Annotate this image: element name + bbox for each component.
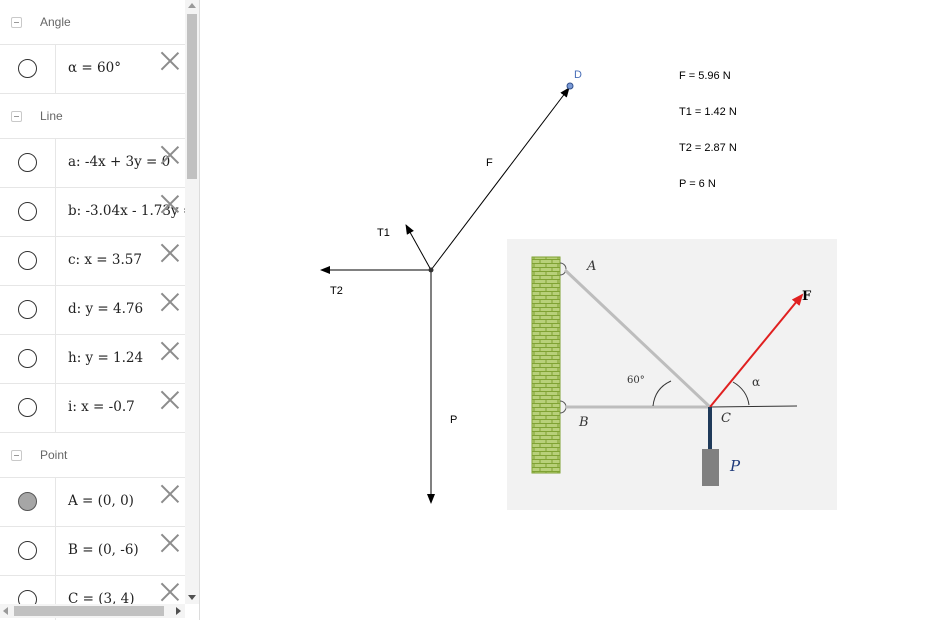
- label-p: P: [450, 414, 458, 426]
- algebra-list: Angle α = 60° Line a: -4x + 3y = 0 b: -3.04x…: [0, 0, 194, 620]
- algebra-expression[interactable]: i: x = -0.7: [68, 399, 135, 415]
- visibility-toggle[interactable]: [0, 45, 56, 93]
- figure-label-c: C: [721, 411, 731, 426]
- algebra-expression[interactable]: d: y = 4.76: [68, 301, 144, 317]
- algebra-row[interactable]: A = (0, 0): [0, 478, 185, 527]
- group-header-angle[interactable]: Angle: [0, 0, 185, 45]
- algebra-expression[interactable]: h: y = 1.24: [68, 350, 144, 366]
- visibility-circle-icon[interactable]: [18, 398, 37, 417]
- figure-label-alpha: α: [752, 375, 761, 389]
- visibility-toggle[interactable]: [0, 188, 56, 236]
- group-name: Angle: [40, 15, 71, 29]
- vector-t1[interactable]: [405, 224, 432, 271]
- angle-arc-alpha: [732, 381, 750, 406]
- algebra-row[interactable]: i: x = -0.7: [0, 384, 185, 433]
- delete-icon[interactable]: [160, 582, 180, 602]
- group-name: Line: [40, 109, 63, 123]
- point-d[interactable]: [566, 82, 574, 90]
- scroll-down-arrow-icon[interactable]: [188, 595, 196, 600]
- algebra-row[interactable]: B = (0, -6): [0, 527, 185, 576]
- visibility-circle-icon[interactable]: [18, 251, 37, 270]
- algebra-expression[interactable]: C = (3, 4): [68, 591, 135, 607]
- delete-icon[interactable]: [160, 341, 180, 361]
- visibility-circle-icon[interactable]: [18, 541, 37, 560]
- algebra-expression[interactable]: a: -4x + 3y = 0: [68, 154, 171, 170]
- visibility-toggle[interactable]: [0, 335, 56, 383]
- origin-point[interactable]: [428, 267, 434, 273]
- horizontal-scrollbar[interactable]: [0, 604, 185, 618]
- label-t2: T2: [330, 285, 343, 297]
- problem-figure-drawing: [531, 256, 804, 486]
- graphics-view[interactable]: D F T1 T2 P F = 5.96 N T1 = 1.42 N T2 = …: [200, 0, 937, 620]
- readout-t1: T1 = 1.42 N: [679, 106, 737, 118]
- delete-icon[interactable]: [160, 194, 180, 214]
- vector-f[interactable]: [430, 87, 570, 271]
- hinge-a: [559, 262, 567, 276]
- algebra-row[interactable]: c: x = 3.57: [0, 237, 185, 286]
- visibility-toggle[interactable]: [0, 139, 56, 187]
- delete-icon[interactable]: [160, 51, 180, 71]
- group-header-line[interactable]: Line: [0, 94, 185, 139]
- delete-icon[interactable]: [160, 145, 180, 165]
- algebra-expression[interactable]: c: x = 3.57: [68, 252, 142, 268]
- figure-label-p: P: [730, 457, 741, 475]
- scroll-right-arrow-icon[interactable]: [176, 607, 181, 615]
- group-header-point[interactable]: Point: [0, 433, 185, 478]
- readout-p: P = 6 N: [679, 178, 716, 190]
- visibility-circle-icon[interactable]: [18, 202, 37, 221]
- figure-label-b: B: [579, 415, 589, 430]
- visibility-circle-icon[interactable]: [18, 59, 37, 78]
- algebra-row[interactable]: d: y = 4.76: [0, 286, 185, 335]
- algebra-view: Angle α = 60° Line a: -4x + 3y = 0 b: -3.04x…: [0, 0, 200, 620]
- visibility-toggle[interactable]: [0, 384, 56, 432]
- visibility-circle-icon[interactable]: [18, 349, 37, 368]
- figure-label-angle: 60°: [627, 375, 645, 386]
- visibility-circle-icon[interactable]: [18, 492, 37, 511]
- cable-a: [563, 268, 712, 409]
- collapse-icon[interactable]: [11, 111, 22, 122]
- delete-icon[interactable]: [160, 390, 180, 410]
- force-diagram[interactable]: [200, 0, 937, 620]
- visibility-toggle[interactable]: [0, 527, 56, 575]
- algebra-row[interactable]: α = 60°: [0, 45, 185, 94]
- delete-icon[interactable]: [160, 243, 180, 263]
- horizontal-scroll-thumb[interactable]: [14, 606, 164, 616]
- algebra-row[interactable]: b: -3.04x - 1.73y =: [0, 188, 194, 237]
- problem-figure: A B C F P α 60°: [507, 239, 837, 510]
- readout-f: F = 5.96 N: [679, 70, 731, 82]
- wall: [531, 256, 561, 474]
- visibility-circle-icon[interactable]: [18, 153, 37, 172]
- collapse-icon[interactable]: [11, 450, 22, 461]
- vertical-scroll-thumb[interactable]: [187, 14, 197, 179]
- collapse-icon[interactable]: [11, 17, 22, 28]
- vertical-scrollbar[interactable]: [185, 0, 199, 604]
- weight-block: [702, 449, 719, 486]
- visibility-toggle[interactable]: [0, 478, 56, 526]
- scroll-left-arrow-icon[interactable]: [3, 607, 8, 615]
- algebra-expression[interactable]: α = 60°: [68, 60, 121, 76]
- label-d: D: [574, 69, 582, 81]
- algebra-row[interactable]: h: y = 1.24: [0, 335, 185, 384]
- algebra-row[interactable]: a: -4x + 3y = 0: [0, 139, 185, 188]
- delete-icon[interactable]: [160, 533, 180, 553]
- figure-label-f: F: [802, 289, 812, 304]
- visibility-toggle[interactable]: [0, 237, 56, 285]
- algebra-expression[interactable]: B = (0, -6): [68, 542, 139, 558]
- horizontal-reference: [709, 405, 798, 408]
- scroll-up-arrow-icon[interactable]: [188, 3, 196, 8]
- delete-icon[interactable]: [160, 484, 180, 504]
- visibility-toggle[interactable]: [0, 286, 56, 334]
- label-f: F: [486, 157, 493, 169]
- label-t1: T1: [377, 227, 390, 239]
- force-arrow: [709, 293, 804, 408]
- group-name: Point: [40, 448, 68, 462]
- delete-icon[interactable]: [160, 292, 180, 312]
- readout-t2: T2 = 2.87 N: [679, 142, 737, 154]
- figure-label-a: A: [587, 259, 597, 274]
- visibility-circle-icon[interactable]: [18, 300, 37, 319]
- angle-arc-60: [652, 380, 672, 407]
- algebra-expression[interactable]: A = (0, 0): [68, 493, 134, 509]
